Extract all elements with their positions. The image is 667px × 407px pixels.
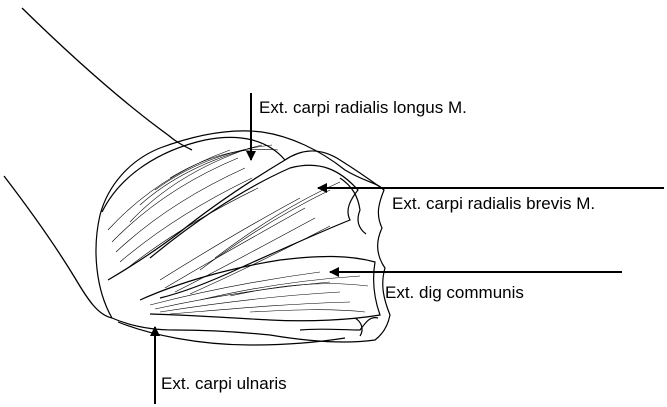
label-ext-carpi-ulnaris: Ext. carpi ulnaris [161,374,287,394]
label-ext-carpi-radialis-brevis: Ext. carpi radialis brevis M. [392,194,595,214]
label-ext-carpi-radialis-longus: Ext. carpi radialis longus M. [259,98,467,118]
pointer-arrows [155,93,664,404]
label-ext-dig-communis: Ext. dig communis [385,283,524,303]
muscle-fibers [108,145,368,314]
forearm-outline [4,8,192,318]
